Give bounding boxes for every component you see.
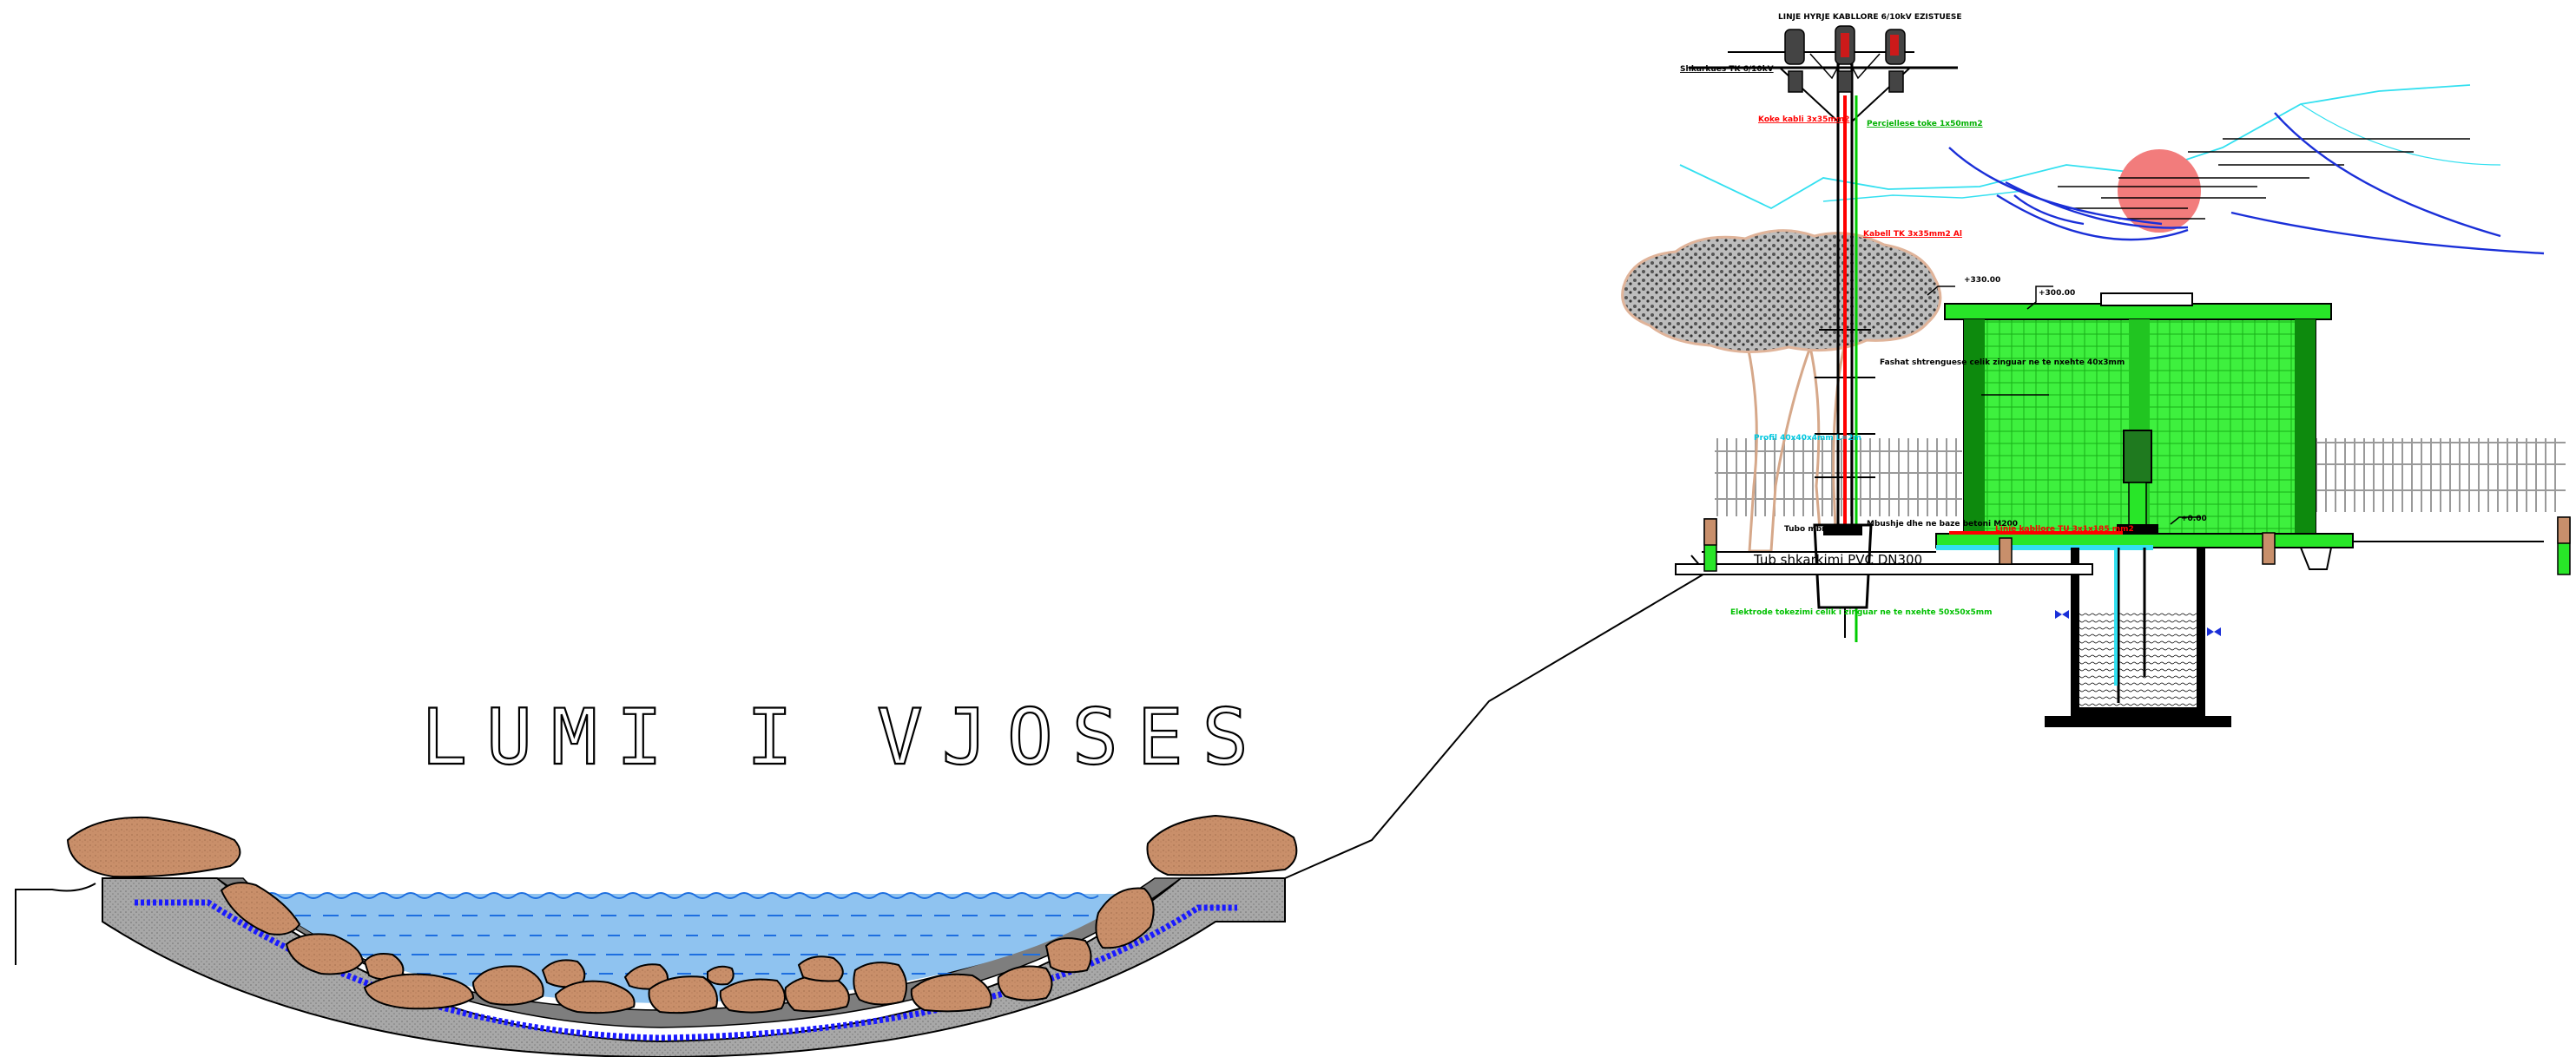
river-title: LUMI I VJOSES [421,693,1268,782]
annotations: LINJE HYRJE KABLLORE 6/10kV EZISTUESE Sh… [1680,13,2207,617]
elev-330-label: +330.00 [1964,276,2000,285]
cyan-note-label: Profil 40x40x4mm L=2m [1754,434,1861,443]
rock-bank-right [1146,814,1298,876]
cable-line-label: Linje kabllore TU 3x1x185 mm2 [1995,525,2134,534]
sun-icon [2118,149,2201,233]
mid-cable-label: Kabell TK 3x35mm2 Al [1863,230,1962,239]
earth-note-label: Mbushje dhe ne baze betoni M200 [1867,520,2018,528]
line-header-label: LINJE HYRJE KABLLORE 6/10kV EZISTUESE [1778,13,1962,22]
discharge-pipe [1675,563,2093,575]
fence-right [2314,438,2566,512]
tree [1621,229,1942,553]
pump-station [1675,286,2571,727]
slope-line [1284,555,1708,879]
rock-bank-left [66,816,241,878]
disconnector-label: Shkarkues TK 6/10kV [1680,65,1774,74]
green-cable-label: Percjellese toke 1x50mm2 [1867,120,1983,128]
red-cable-label: Koke kabli 3x35mm2 [1758,115,1849,124]
pipe-label: Tub shkarkimi PVC DN300 [1753,552,1922,568]
riverbed-rocks [66,814,1298,1014]
pump-motor-icon [2123,430,2152,483]
tube-note-label: Tubo mbrojtese [1784,525,1853,534]
tree-canopy [1621,229,1942,353]
electrode-label: Elektrode tokezimi celik i zinguar ne te… [1730,608,1992,617]
cyan-hill-line [1679,84,2471,210]
river-section [15,555,1708,1057]
left-bank-line [15,883,96,965]
elev-0-label: +0.00 [2181,515,2207,523]
elev-300-label: +300.00 [2039,289,2075,298]
clamps-label: Fashat shtrenguese celik zinguar ne te n… [1880,358,2125,367]
sky-decoration [1679,84,2545,255]
tree-trunk [1743,333,1847,553]
water-surface [264,892,1099,899]
